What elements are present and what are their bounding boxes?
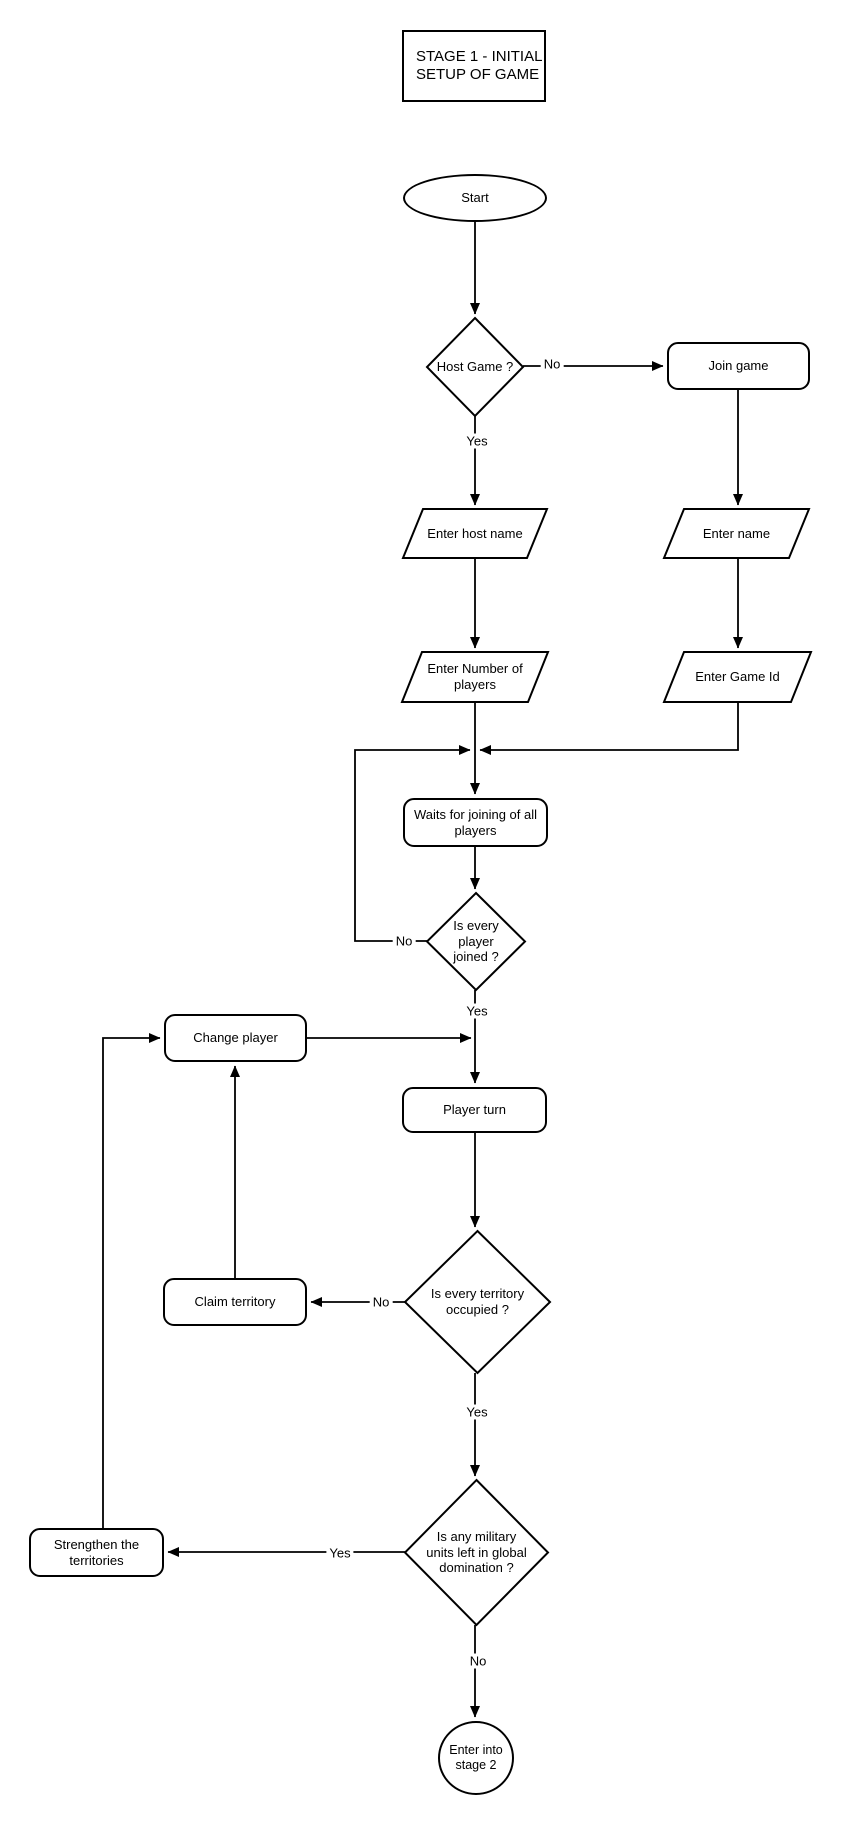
parallelogram-shape — [400, 651, 550, 703]
edge-label-host-no: No — [540, 356, 564, 372]
edge-label-military-yes: Yes — [326, 1545, 354, 1561]
io-enter-name: Enter name — [662, 508, 811, 559]
edge-label-territory-yes: Yes — [463, 1404, 491, 1420]
diamond-shape — [403, 1229, 552, 1375]
edge-enter-game-id-to-junction — [479, 702, 739, 755]
process-claim-territory: Claim territory — [163, 1278, 307, 1326]
io-enter-number-of-players: Enter Number of players — [400, 651, 550, 703]
process-change-player: Change player — [164, 1014, 307, 1062]
diamond-shape — [403, 1478, 550, 1627]
decision-every-territory-occupied: Is every territory occupied ? — [403, 1229, 552, 1375]
process-strengthen-territories: Strengthen the territories — [29, 1528, 164, 1577]
edge-strengthen-to-change-player — [102, 1033, 161, 1528]
stage-title-box: STAGE 1 - INITIAL SETUP OF GAME — [402, 30, 546, 102]
parallelogram-shape — [662, 651, 813, 703]
diamond-shape — [425, 891, 527, 992]
decision-military-units-left: Is any military units left in global dom… — [403, 1478, 550, 1627]
edge-label-military-no: No — [466, 1653, 490, 1669]
stage-title: STAGE 1 - INITIAL SETUP OF GAME — [416, 48, 543, 83]
terminator-enter-stage-2: Enter into stage 2 — [438, 1721, 514, 1795]
diamond-shape — [425, 316, 525, 418]
decision-host-game: Host Game ? — [425, 316, 525, 418]
io-enter-game-id: Enter Game Id — [662, 651, 813, 703]
process-player-turn: Player turn — [402, 1087, 547, 1133]
parallelogram-shape — [401, 508, 549, 559]
edge-label-joined-yes: Yes — [463, 1003, 491, 1019]
parallelogram-shape — [662, 508, 811, 559]
process-join-game: Join game — [667, 342, 810, 390]
process-waits-for-joining: Waits for joining of all players — [403, 798, 548, 847]
edge-label-host-yes: Yes — [463, 433, 491, 449]
edge-label-territory-no: No — [369, 1294, 393, 1310]
decision-every-player-joined: Is every player joined ? — [425, 891, 527, 992]
edge-joined-no-loop-to-junction — [354, 745, 471, 942]
edge-label-joined-no: No — [392, 933, 416, 949]
terminator-start: Start — [403, 174, 547, 222]
io-enter-host-name: Enter host name — [401, 508, 549, 559]
